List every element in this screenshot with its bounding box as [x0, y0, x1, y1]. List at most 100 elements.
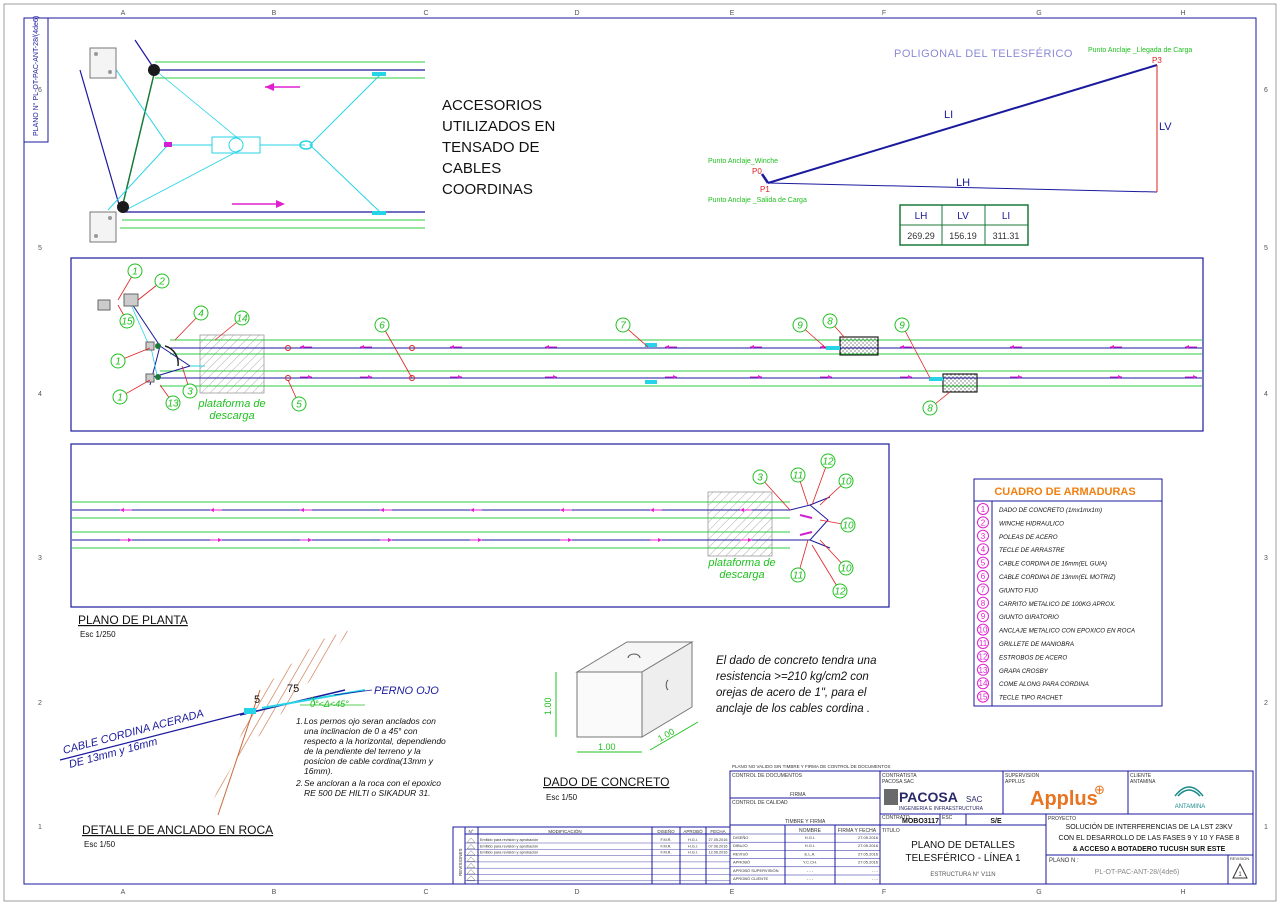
side-label: PLANO N° PL-OT-PAC-ANT-28/(4de6): [32, 16, 40, 136]
direction-arrow-head: [360, 345, 364, 349]
direction-arrow-head: [388, 538, 392, 542]
rev-triangle-icon: [466, 843, 476, 849]
direction-arrow-head: [1010, 345, 1014, 349]
cuadro-bubble: [977, 543, 989, 556]
grid-col-label: C: [423, 889, 428, 896]
direction-arrow-head: [665, 345, 669, 349]
callout-bubble: [832, 583, 848, 599]
cuadro-item-number: 15: [979, 693, 988, 702]
callout-bubble: [840, 517, 856, 533]
svg-text:CONTRATO: CONTRATO: [882, 815, 910, 821]
svg-text:ESTRUCTURA N° V11N: ESTRUCTURA N° V11N: [930, 872, 995, 878]
direction-arrow-head: [553, 375, 557, 379]
svg-text:LH: LH: [915, 211, 928, 222]
direction-arrow-head: [820, 345, 824, 349]
grid-col-label: F: [882, 10, 886, 17]
svg-text:FIRMA: FIRMA: [790, 792, 806, 798]
cuadro-item-number: 11: [979, 639, 988, 648]
svg-text:TITULO: TITULO: [882, 828, 900, 834]
svg-text:descarga: descarga: [209, 410, 254, 422]
svg-text:INGENIERIA E INFRAESTRUCTURA: INGENIERIA E INFRAESTRUCTURA: [899, 806, 984, 812]
grid-row-label: 3: [1264, 555, 1268, 562]
sig-date: 27.05.2016: [858, 835, 879, 840]
callout-number: 10: [842, 521, 854, 532]
rev-triangle-icon: [466, 869, 476, 875]
svg-text:⊕: ⊕: [1094, 782, 1105, 797]
direction-arrow-head: [300, 345, 304, 349]
svg-text:REVISIONES: REVISIONES: [458, 848, 463, 876]
sig-role: REVISÓ: [733, 851, 748, 856]
cuadro-item-number: 12: [979, 652, 988, 661]
svg-text:PACOSA SAC: PACOSA SAC: [882, 779, 914, 785]
rev-triangle-icon: [466, 862, 476, 868]
svg-text:posicion de cable cordina(13mm: posicion de cable cordina(13mm y: [303, 756, 434, 766]
svg-text:CONTROL DE DOCUMENTOS: CONTROL DE DOCUMENTOS: [732, 773, 803, 779]
cuadro-bubble: [977, 583, 989, 596]
callout-number: 8: [927, 404, 933, 415]
grid-col-label: D: [574, 10, 579, 17]
callout-number: 7: [620, 321, 626, 332]
direction-arrow-head: [308, 538, 312, 542]
inner-border: [23, 17, 1257, 885]
sig-role: APROBÓ: [733, 860, 750, 865]
direction-arrow-head: [650, 508, 654, 512]
rev-date: 27.05.2016: [708, 838, 727, 842]
cuadro-item-number: 4: [981, 545, 986, 554]
callout-number: 3: [187, 387, 193, 398]
callout-number: 8: [827, 317, 833, 328]
callout-number: 14: [236, 314, 248, 325]
rev-design: F.M.R.: [661, 838, 672, 842]
svg-text:CONTROL DE CALIDAD: CONTROL DE CALIDAD: [732, 800, 788, 806]
grid-row-label: 1: [1264, 824, 1268, 831]
svg-text:156.19: 156.19: [949, 231, 977, 241]
svg-text:0°<Δ<45°: 0°<Δ<45°: [310, 699, 349, 709]
cuadro-bubble: [977, 663, 989, 676]
cuadro-item-text: TECLE DE ARRASTRE: [999, 547, 1065, 554]
accesorios-schematic: [79, 39, 425, 243]
svg-text:FECHA: FECHA: [710, 829, 725, 834]
rev-design: F.M.R.: [661, 844, 672, 848]
cuadro-bubble: [977, 677, 989, 690]
svg-text:311.31: 311.31: [993, 231, 1020, 241]
direction-arrow-head: [748, 538, 752, 542]
sig-name: E.L.A.: [805, 851, 816, 856]
cuadro-item-text: CABLE CORDINA DE 13mm(EL MOTRIZ): [999, 574, 1116, 581]
cuadro-bubble: [977, 556, 989, 569]
direction-arrow-head: [1018, 375, 1022, 379]
svg-text:MOBO3117: MOBO3117: [902, 818, 939, 825]
sig-name: Y.C.CH.: [803, 860, 817, 865]
svg-text:P0: P0: [752, 167, 762, 176]
grid-row-label: 6: [38, 87, 42, 94]
callout-number: 4: [198, 309, 204, 320]
rev-triangle-icon: [466, 837, 476, 843]
cuadro-bubble: [977, 623, 989, 636]
direction-arrow-head: [458, 375, 462, 379]
direction-arrow-head: [673, 375, 677, 379]
svg-text:TIMBRE Y FIRMA: TIMBRE Y FIRMA: [785, 819, 826, 825]
direction-arrow-head: [1193, 375, 1197, 379]
svg-text:CABLES: CABLES: [442, 160, 501, 177]
svg-text:P3: P3: [1152, 56, 1162, 65]
grid-col-label: G: [1036, 10, 1041, 17]
svg-text:2.: 2.: [295, 778, 303, 788]
grid-col-label: F: [882, 889, 886, 896]
direction-arrow-head: [450, 345, 454, 349]
grid-col-label: H: [1180, 10, 1185, 17]
svg-text:PL-OT-PAC-ANT-28/(4de6): PL-OT-PAC-ANT-28/(4de6): [1095, 869, 1180, 876]
cuadro-bubble: [977, 610, 989, 623]
cuadro-title: CUADRO DE ARMADURAS: [994, 486, 1135, 498]
svg-text:ANTAMINA: ANTAMINA: [1175, 804, 1206, 810]
svg-text:plataforma de: plataforma de: [197, 398, 265, 410]
grid-col-label: C: [423, 10, 428, 17]
svg-text:COORDINAS: COORDINAS: [442, 181, 533, 198]
svg-text:1.00: 1.00: [543, 697, 553, 715]
rev-design: F.M.R.: [661, 851, 672, 855]
svg-text:SOLUCIÓN DE INTERFERENCIAS DE: SOLUCIÓN DE INTERFERENCIAS DE LA LST 23K…: [1066, 822, 1233, 831]
svg-text:Los pernos ojo seran anclados: Los pernos ojo seran anclados con: [304, 716, 436, 726]
grid-row-label: 5: [38, 245, 42, 252]
sig-name: H.G.I.: [805, 835, 815, 840]
svg-text:descarga: descarga: [719, 569, 764, 581]
